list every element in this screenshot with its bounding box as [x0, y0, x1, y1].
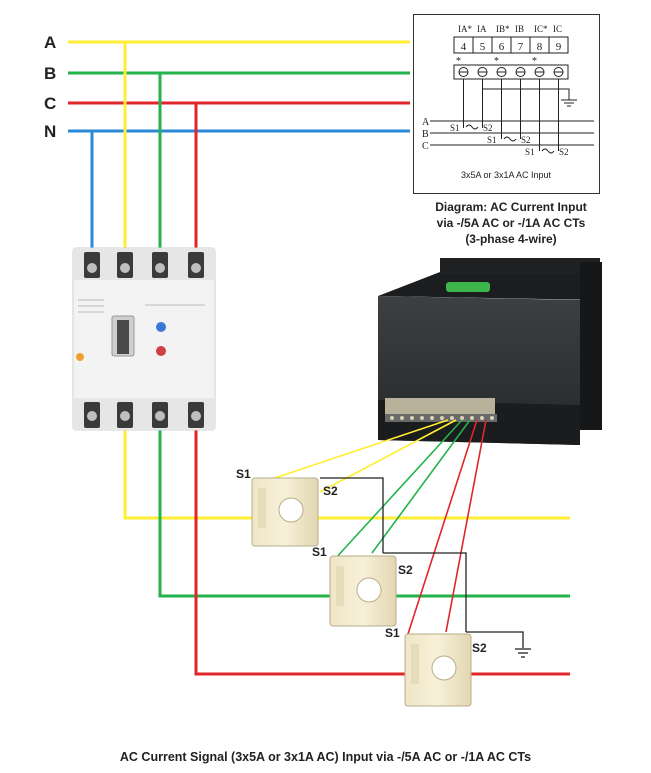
- terminal-header-1: IA*: [458, 24, 472, 34]
- diagram-caption-line1: Diagram: AC Current Input: [435, 200, 587, 214]
- ct2-s1-wire: [333, 419, 463, 561]
- svg-text:*: *: [456, 56, 461, 67]
- schematic-ct-c-s1: S1: [525, 147, 535, 157]
- ct1-s2-label: S2: [323, 484, 338, 498]
- svg-text:*: *: [532, 56, 537, 67]
- terminal-header-5: IC*: [534, 24, 548, 34]
- schematic-ct-b-s1: S1: [487, 135, 497, 145]
- schematic-ct-a-s2: S2: [483, 123, 493, 133]
- phase-a-label: A: [44, 33, 57, 52]
- ct3-s2-wire: [445, 419, 487, 633]
- svg-text:*: *: [494, 56, 499, 67]
- neutral-label: N: [44, 122, 57, 141]
- row-label-a: A: [422, 117, 430, 128]
- input-note: 3x5A or 3x1A AC Input: [461, 170, 552, 180]
- ct3-s2-label: S2: [472, 641, 487, 655]
- ct3-s1-label: S1: [385, 626, 400, 640]
- terminal-number-7: 7: [518, 41, 524, 53]
- ct1-s1-label: S1: [236, 467, 251, 481]
- ct3-s2-ground-wire: [466, 631, 524, 648]
- schematic-ct-a-s1: S1: [450, 123, 460, 133]
- ct1-s2-return: [320, 477, 384, 553]
- terminal-number-8: 8: [537, 41, 543, 53]
- row-label-b: B: [422, 129, 429, 140]
- terminal-number-5: 5: [480, 41, 486, 53]
- ct1-s1-wire: [253, 419, 449, 486]
- phase-b-label: B: [44, 64, 57, 83]
- ground-icon: [515, 648, 531, 658]
- wiring-schematic-box: IA* IA IB* IB IC* IC 4 5 6 7 8 9: [413, 14, 600, 194]
- schematic-ct-c-s2: S2: [559, 147, 569, 157]
- terminal-header-2: IA: [477, 24, 487, 34]
- terminal-number-9: 9: [556, 41, 562, 53]
- circuit-breaker: [72, 247, 216, 431]
- terminal-header-3: IB*: [496, 24, 510, 34]
- terminal-header-6: IC: [553, 24, 562, 34]
- phase-a-load: [123, 425, 570, 520]
- current-transformer-a: [251, 477, 319, 547]
- ct3-s1-wire: [406, 419, 478, 638]
- terminal-header-4: IB: [515, 24, 524, 34]
- ct2-s2-return: [383, 552, 467, 632]
- ct2-s1-label: S1: [312, 545, 327, 559]
- power-meter: [378, 258, 602, 445]
- current-transformer-b: [329, 555, 397, 627]
- schematic-ct-b-s2: S2: [521, 135, 531, 145]
- diagram-caption-line2: via -/5A AC or -/1A AC CTs: [436, 216, 586, 230]
- phase-b-load: [158, 425, 570, 598]
- ct2-s2-wire: [371, 419, 471, 554]
- ct1-s2-wire: [319, 419, 457, 493]
- diagram-caption: Diagram: AC Current Input via -/5A AC or…: [398, 199, 624, 247]
- phase-c-label: C: [44, 94, 57, 113]
- row-label-c: C: [422, 141, 429, 152]
- wiring-schematic: IA* IA IB* IB IC* IC 4 5 6 7 8 9: [422, 24, 594, 180]
- diagram-caption-line3: (3-phase 4-wire): [465, 232, 557, 246]
- ct2-s2-label: S2: [398, 563, 413, 577]
- bottom-caption: AC Current Signal (3x5A or 3x1A AC) Inpu…: [119, 750, 532, 764]
- terminal-number-4: 4: [461, 41, 467, 53]
- terminal-number-6: 6: [499, 41, 505, 53]
- current-transformer-c: [404, 633, 472, 707]
